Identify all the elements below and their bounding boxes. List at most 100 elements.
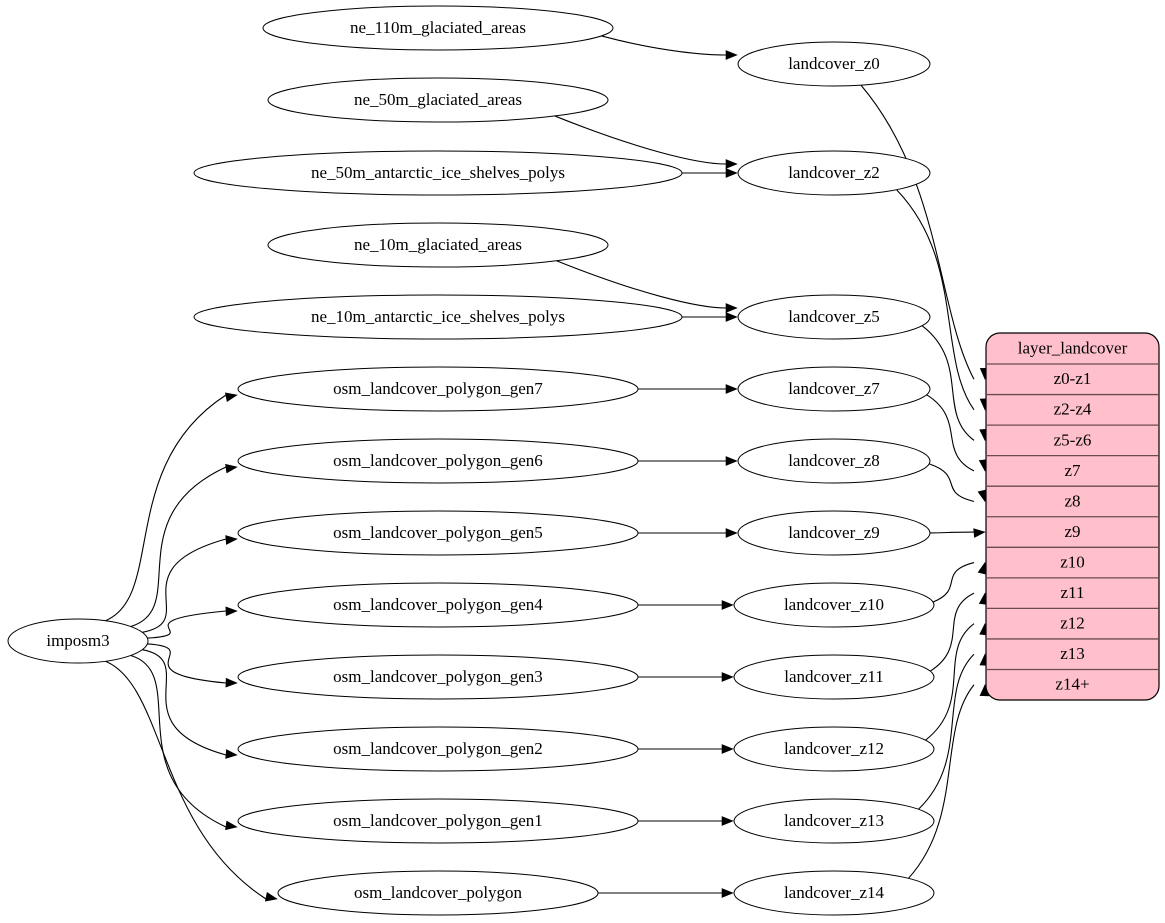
node-shape-osm [237, 582, 639, 628]
node-shape-landcover [733, 870, 935, 916]
edge-landcover_z10-to-row-z10 [932, 562, 975, 603]
node-shape-osm [237, 654, 639, 700]
node-label: landcover_z12 [784, 739, 884, 758]
node-label: osm_landcover_polygon [354, 883, 523, 902]
node-label: ne_10m_antarctic_ice_shelves_polys [311, 307, 565, 326]
node-shape-landcover [737, 366, 931, 412]
node-shape-osm [237, 726, 639, 772]
edge-arrowhead [725, 312, 738, 322]
node-landcover_z9[interactable]: landcover_z9 [737, 510, 931, 556]
table-row-z12[interactable]: z12 [1060, 614, 1085, 633]
table-row-z5-z6[interactable]: z5-z6 [1054, 430, 1092, 449]
node-osm_landcover_polygon_gen1[interactable]: osm_landcover_polygon_gen1 [237, 798, 639, 844]
edge-arrowhead [721, 600, 734, 610]
node-osm_landcover_polygon_gen2[interactable]: osm_landcover_polygon_gen2 [237, 726, 639, 772]
node-label: landcover_z0 [788, 54, 880, 73]
edge-arrowhead [725, 159, 738, 169]
node-ne_110m_glaciated_areas[interactable]: ne_110m_glaciated_areas [262, 5, 614, 51]
edge-landcover_z12-to-row-z12 [925, 623, 975, 741]
edge-landcover_z11-to-row-z11 [930, 592, 975, 672]
node-label: imposm3 [46, 631, 109, 650]
node-landcover_z8[interactable]: landcover_z8 [737, 438, 931, 484]
table-row-z14+[interactable]: z14+ [1055, 675, 1089, 694]
edge-landcover_z8-to-row-z8 [929, 463, 975, 503]
node-ne_50m_glaciated_areas[interactable]: ne_50m_glaciated_areas [267, 77, 609, 123]
node-shape-landcover [737, 510, 931, 556]
edge-imposm3-to-osm_landcover_polygon_gen3 [147, 643, 227, 684]
node-label: landcover_z13 [784, 811, 884, 830]
node-label: osm_landcover_polygon_gen4 [333, 595, 543, 614]
table-row-z10[interactable]: z10 [1060, 552, 1085, 571]
node-shape-landcover [733, 582, 935, 628]
node-shape-source [7, 618, 149, 664]
node-landcover_z10[interactable]: landcover_z10 [733, 582, 935, 628]
node-landcover_z11[interactable]: landcover_z11 [733, 654, 935, 700]
node-ne_10m_antarctic_ice_shelves_polys[interactable]: ne_10m_antarctic_ice_shelves_polys [193, 294, 683, 340]
node-label: landcover_z7 [788, 379, 880, 398]
edge-imposm3-to-osm_landcover_polygon_gen2 [142, 649, 227, 756]
edge-arrowhead [225, 677, 238, 688]
node-osm_landcover_polygon_gen4[interactable]: osm_landcover_polygon_gen4 [237, 582, 639, 628]
edge-imposm3-to-osm_landcover_polygon_gen5 [142, 538, 227, 633]
node-osm_landcover_polygon[interactable]: osm_landcover_polygon [277, 870, 599, 916]
edge-arrowhead [973, 528, 986, 538]
edge-arrowhead [725, 384, 738, 394]
edge-landcover_z14-to-row-z14+ [908, 684, 975, 879]
table-row-z0-z1[interactable]: z0-z1 [1054, 369, 1092, 388]
node-ne_50m_antarctic_ice_shelves_polys[interactable]: ne_50m_antarctic_ice_shelves_polys [193, 150, 683, 196]
node-landcover_z13[interactable]: landcover_z13 [733, 798, 935, 844]
node-label: landcover_z11 [784, 667, 883, 686]
edge-arrowhead [264, 891, 278, 902]
layer-landcover-table[interactable]: layer_landcover z0-z1 z2-z4 z5-z6 z7 z8 z9 z10 z… [985, 332, 1160, 701]
node-label: landcover_z8 [788, 451, 880, 470]
node-label: landcover_z10 [784, 595, 884, 614]
node-label: ne_50m_antarctic_ice_shelves_polys [311, 163, 565, 182]
node-label: ne_10m_glaciated_areas [354, 235, 522, 254]
node-landcover_z5[interactable]: landcover_z5 [737, 294, 931, 340]
node-shape-osm [237, 798, 639, 844]
table-row-z7[interactable]: z7 [1064, 461, 1081, 480]
edge-landcover_z9-to-row-z9 [929, 531, 975, 534]
node-osm_landcover_polygon_gen3[interactable]: osm_landcover_polygon_gen3 [237, 654, 639, 700]
edge-arrowhead [721, 888, 734, 898]
node-shape-ne [193, 150, 683, 196]
layer-table-header: layer_landcover [1018, 338, 1128, 357]
table-row-z13[interactable]: z13 [1060, 644, 1085, 663]
node-label: osm_landcover_polygon_gen3 [333, 667, 543, 686]
node-shape-ne [267, 77, 609, 123]
table-row-z9[interactable]: z9 [1064, 522, 1080, 541]
edge-landcover_z2-to-row-z2-z4 [896, 189, 975, 411]
edge-imposm3-to-osm_landcover_polygon_gen6 [130, 466, 227, 628]
edge-arrowhead [725, 528, 738, 538]
edge-arrowhead [225, 820, 238, 831]
node-label: landcover_z14 [784, 883, 885, 902]
node-label: landcover_z2 [788, 163, 880, 182]
node-landcover_z7[interactable]: landcover_z7 [737, 366, 931, 412]
node-landcover_z12[interactable]: landcover_z12 [733, 726, 935, 772]
node-shape-landcover [733, 798, 935, 844]
edge-landcover_z13-to-row-z13 [918, 653, 975, 810]
edge-landcover_z7-to-row-z7 [926, 394, 975, 472]
node-shape-landcover [737, 438, 931, 484]
node-osm_landcover_polygon_gen5[interactable]: osm_landcover_polygon_gen5 [237, 510, 639, 556]
node-osm_landcover_polygon_gen6[interactable]: osm_landcover_polygon_gen6 [237, 438, 639, 484]
table-row-z8[interactable]: z8 [1064, 491, 1080, 510]
node-landcover_z2[interactable]: landcover_z2 [737, 150, 931, 196]
edge-arrowhead [224, 392, 238, 403]
edge-arrowhead [721, 816, 734, 826]
node-imposm3[interactable]: imposm3 [7, 618, 149, 664]
node-label: osm_landcover_polygon_gen2 [333, 739, 543, 758]
edge-ne_50m_glaciated_areas-to-landcover_z2 [554, 115, 727, 165]
node-label: osm_landcover_polygon_gen1 [333, 811, 543, 830]
node-shape-landcover [737, 41, 931, 87]
node-landcover_z14[interactable]: landcover_z14 [733, 870, 935, 916]
node-shape-osm [277, 870, 599, 916]
node-ne_10m_glaciated_areas[interactable]: ne_10m_glaciated_areas [267, 222, 609, 268]
table-row-z2-z4[interactable]: z2-z4 [1054, 400, 1092, 419]
node-osm_landcover_polygon_gen7[interactable]: osm_landcover_polygon_gen7 [237, 366, 639, 412]
node-shape-osm [237, 438, 639, 484]
edge-arrowhead [977, 489, 987, 503]
node-landcover_z0[interactable]: landcover_z0 [737, 41, 931, 87]
table-row-z11[interactable]: z11 [1061, 583, 1085, 602]
